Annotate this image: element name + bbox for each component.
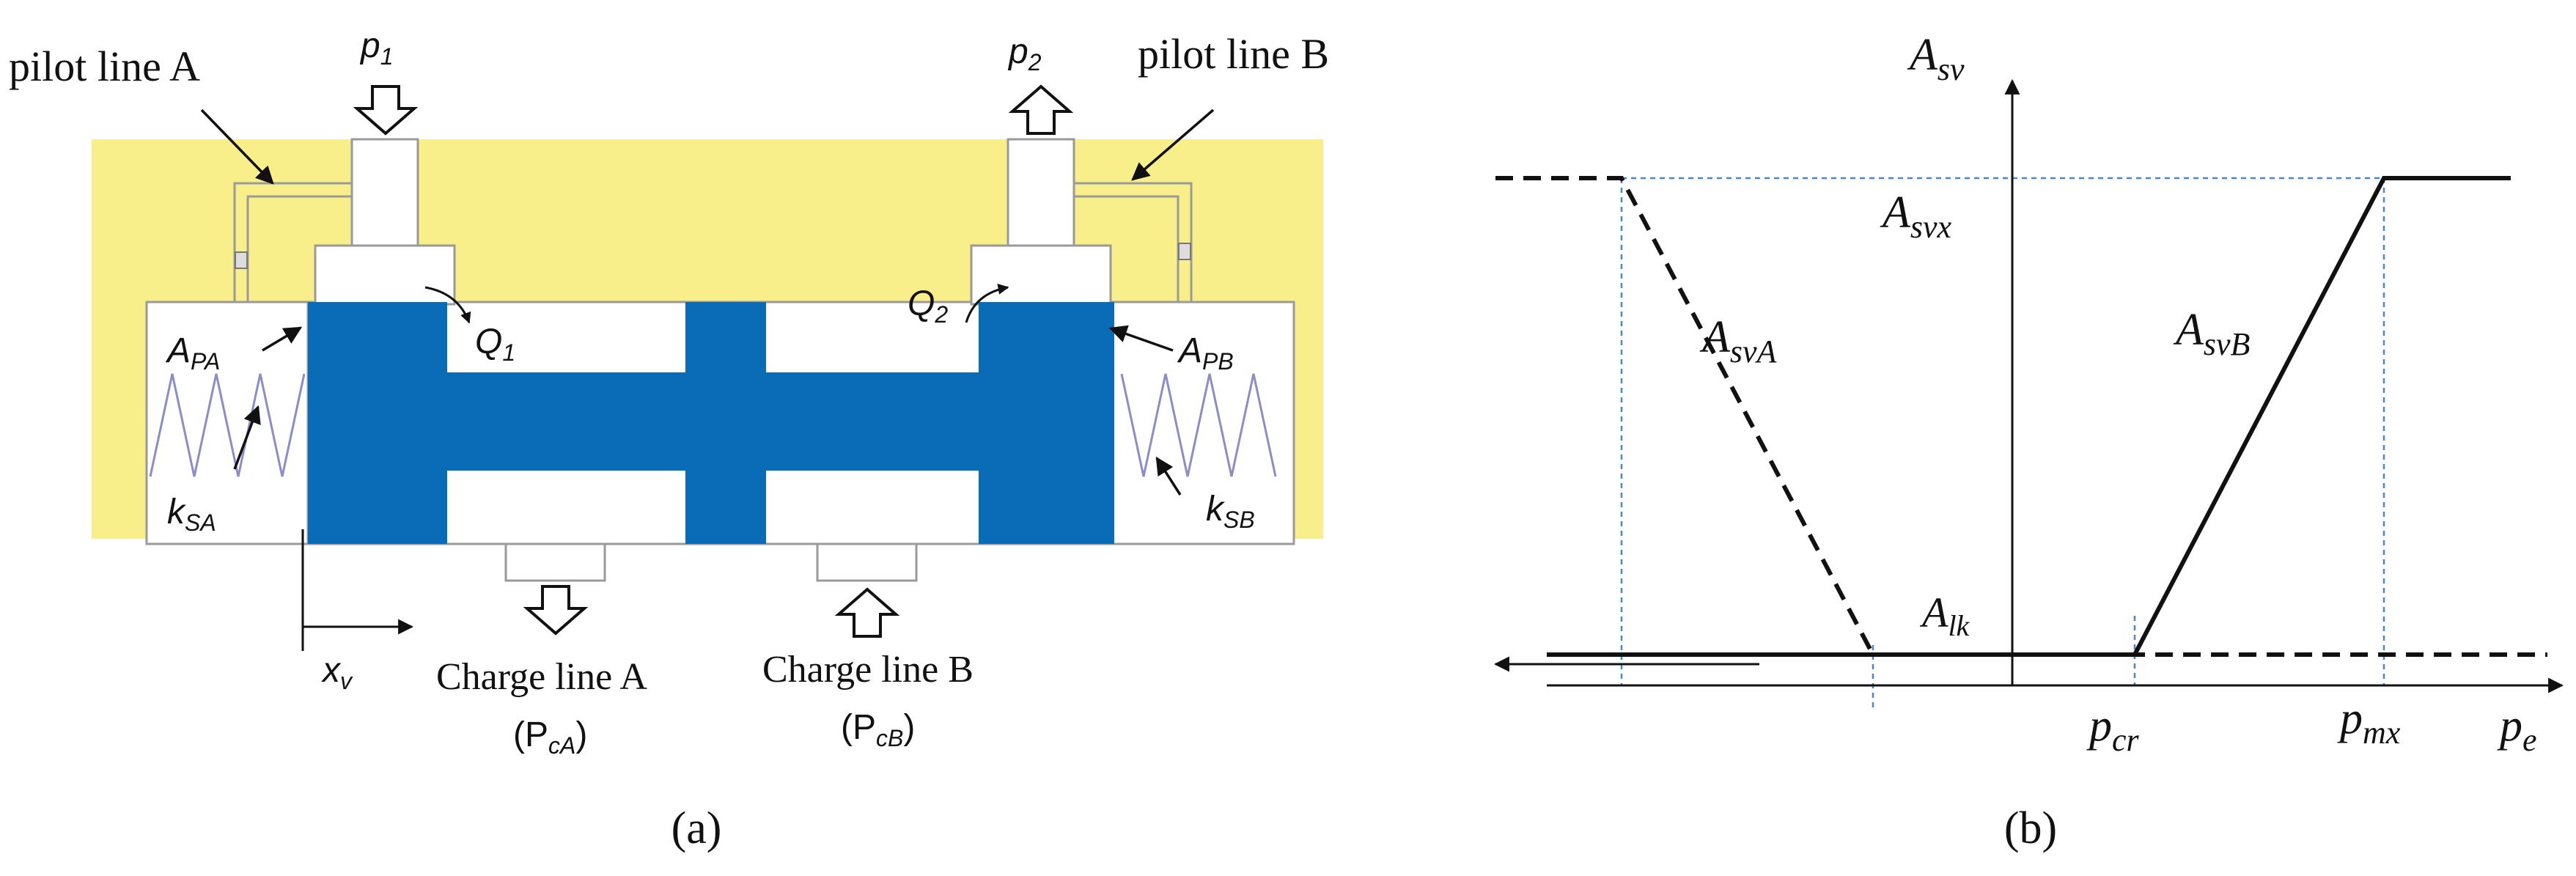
apb-label: APB xyxy=(1177,331,1234,375)
charge-line-a-label: Charge line A xyxy=(436,656,647,698)
ksb-label: kSB xyxy=(1206,490,1255,533)
spring-right xyxy=(1120,373,1277,477)
port-p2-chamber xyxy=(970,244,1112,306)
pilot-line-b-passage-inner xyxy=(1074,195,1180,302)
panel-b-caption: (b) xyxy=(2004,803,2057,853)
charge-line-b-var: (PcB) xyxy=(841,708,915,751)
port-p1-chamber xyxy=(314,244,456,306)
charge-line-a-var: (PcA) xyxy=(513,715,587,759)
orifice-b xyxy=(1178,243,1191,260)
alk-label: Alk xyxy=(1919,589,1970,642)
pcr-label: pcr xyxy=(2086,701,2140,758)
charge-port-b xyxy=(816,542,918,582)
asvb-curve xyxy=(1547,176,2511,657)
p1-label: p1 xyxy=(359,26,394,70)
q2-flow-arrow xyxy=(965,283,1009,323)
q1-flow-arrow xyxy=(424,286,471,324)
panel-a-valve-diagram: pilot line A pilot line B p1 p2 Q1 Q2 AP… xyxy=(9,26,1329,853)
port-p1-passage xyxy=(350,138,419,254)
y-axis-label: Asv xyxy=(1907,30,1965,87)
xv-label: xv xyxy=(321,651,353,694)
spring-left xyxy=(149,373,306,477)
port-p2-passage xyxy=(1007,138,1075,254)
x-axis-label: pe xyxy=(2497,701,2537,758)
orifice-a xyxy=(235,251,248,269)
charge-line-b-label: Charge line B xyxy=(762,649,974,691)
charge-b-inlet-arrow xyxy=(834,587,900,638)
panel-a-caption: (a) xyxy=(671,803,722,853)
guide-lines xyxy=(1620,177,2385,707)
asvx-label: Asvx xyxy=(1880,188,1952,245)
asva-label: AsvA xyxy=(1699,312,1778,369)
q2-label: Q2 xyxy=(908,284,948,328)
panel-b-area-curve: Asv pe Asvx AsvA AsvB Alk pcr pmx (b) xyxy=(1493,30,2564,853)
p2-label: p2 xyxy=(1007,32,1042,76)
pilot-line-a-label: pilot line A xyxy=(9,43,200,90)
pilot-a-leader xyxy=(200,108,274,185)
pilot-line-b-label: pilot line B xyxy=(1138,30,1329,78)
q1-label: Q1 xyxy=(475,323,515,366)
spool xyxy=(308,302,1114,544)
p2-outlet-arrow xyxy=(1008,84,1074,135)
pilot-line-b-passage xyxy=(1074,182,1193,302)
asvb-label: AsvB xyxy=(2173,305,2250,362)
p1-inlet-arrow xyxy=(353,85,419,136)
ksa-leader xyxy=(233,405,261,470)
ksa-label: kSA xyxy=(167,493,216,536)
pilot-b-leader xyxy=(1131,108,1215,181)
apb-leader xyxy=(1108,325,1174,352)
charge-port-a xyxy=(504,542,606,582)
charge-a-outlet-arrow xyxy=(523,585,589,636)
asva-curve xyxy=(1495,176,2547,657)
apa-label: APA xyxy=(165,331,220,375)
pmx-label: pmx xyxy=(2337,693,2401,751)
apa-leader xyxy=(262,326,303,352)
ksb-leader xyxy=(1155,456,1182,496)
